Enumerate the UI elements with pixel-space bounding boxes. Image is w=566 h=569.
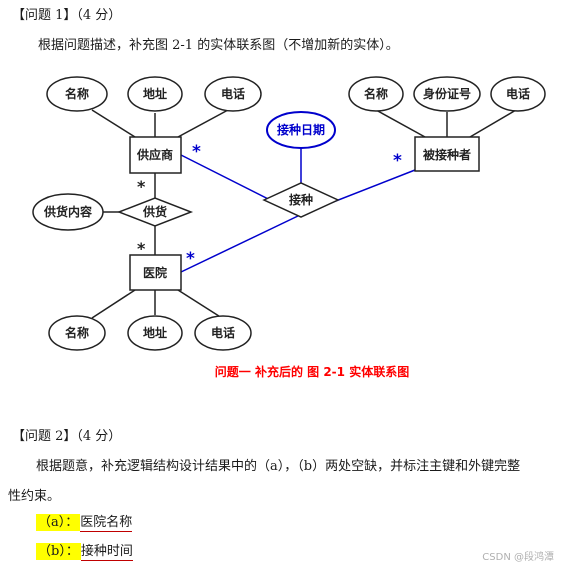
answer-b: （b）：接种时间 xyxy=(36,540,133,561)
attr-supply-content: 供货内容 xyxy=(43,204,92,219)
question1-description: 根据问题描述，补充图 2-1 的实体联系图（不增加新的实体）。 xyxy=(38,38,399,53)
diagram-caption: 问题一 补充后的 图 2-1 实体联系图 xyxy=(215,364,409,379)
watermark: CSDN @段鸿潭 xyxy=(482,552,554,563)
question2-title: 【问题 2】（4 分） xyxy=(12,429,122,444)
question2-description-line2: 性约束。 xyxy=(8,489,61,504)
card-recipient-vaccinate: * xyxy=(393,151,402,171)
answer-a-value: 医院名称 xyxy=(80,515,133,532)
attr-hospital-address: 地址 xyxy=(143,325,167,340)
entity-supplier-label: 供应商 xyxy=(136,147,173,162)
relationship-vaccinate xyxy=(262,182,340,218)
entity-hospital-label: 医院 xyxy=(143,265,167,280)
answer-b-value: 接种时间 xyxy=(80,544,133,561)
attr-recipient-id: 身份证号 xyxy=(423,86,471,101)
question1-title: 【问题 1】（4 分） xyxy=(12,8,122,23)
answer-a: （a）：医院名称 xyxy=(36,511,133,532)
entity-recipient-label: 被接种者 xyxy=(423,147,471,162)
attr-supplier-phone: 电话 xyxy=(221,86,245,101)
attr-vaccination-date: 接种日期 xyxy=(277,122,325,137)
relationship-vaccinate-label: 接种 xyxy=(289,192,313,207)
entity-recipient xyxy=(414,136,480,172)
er-diagram: 名称 地址 电话 供应商 供货 供货内容 医院 名称 地址 电话 接种 接种日期… xyxy=(32,76,546,379)
attr-supplier-name: 名称 xyxy=(65,86,89,101)
card-supplier-vaccinate: * xyxy=(192,142,201,162)
entity-supplier xyxy=(129,136,182,174)
attr-vaccination-date-shape xyxy=(266,111,336,149)
answer-a-label: （a）： xyxy=(36,514,81,531)
relationship-supply-label: 供货 xyxy=(142,204,167,219)
card-hospital-supply: * xyxy=(137,239,146,258)
card-hospital-vaccinate: * xyxy=(186,249,195,269)
relationship-supply xyxy=(116,197,194,227)
attr-recipient-phone: 电话 xyxy=(506,86,530,101)
supplier-attributes xyxy=(46,76,262,112)
attr-supplier-address: 地址 xyxy=(143,86,167,101)
attr-hospital-name: 名称 xyxy=(65,325,89,340)
entity-hospital xyxy=(129,254,182,291)
question2-description-line1: 根据题意，补充逻辑结构设计结果中的（a），（b）两处空缺，并标注主键和外键完整 xyxy=(36,459,521,474)
attr-recipient-name: 名称 xyxy=(364,86,388,101)
answer-b-label: （b）： xyxy=(36,543,81,560)
card-supplier-supply: * xyxy=(137,177,146,196)
attr-hospital-phone: 电话 xyxy=(211,325,235,340)
attr-supply-content-shape xyxy=(32,193,104,231)
